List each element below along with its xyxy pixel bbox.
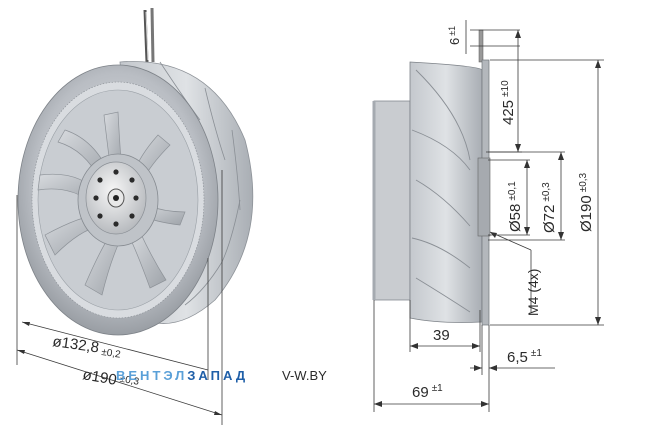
left-view-dimensions: ø132,8±0,2 ø190±0,3: [16, 170, 223, 425]
dim-outer-diameter-label: ø190±0,3: [81, 366, 140, 393]
watermark: ВЕНТЭЛЗАПАД V-W.BY: [116, 368, 327, 383]
dim-69-label: 69±1: [412, 383, 443, 401]
side-hub-nose: [477, 157, 491, 237]
right-view-dimensions: 6±1 425±10 Ø58±0,1 Ø72±0,3 Ø190±0,3 M4 (: [373, 20, 604, 412]
fan-side-view: [372, 29, 491, 326]
fan-perspective-view: [17, 7, 254, 336]
dim-58-label: Ø58±0,1: [507, 181, 524, 232]
dim-6-5-label: 6,5±1: [507, 348, 542, 366]
side-motor-cup: [373, 100, 411, 301]
watermark-brand: ВЕНТЭЛЗАПАД: [116, 368, 248, 383]
fan-shaft: [113, 195, 119, 201]
dim-72-label: Ø72±0,3: [541, 182, 558, 233]
dim-6-label: 6±1: [447, 26, 462, 45]
side-blade-edges: [411, 69, 471, 313]
fan-side-ribs: [159, 61, 241, 306]
watermark-site: V-W.BY: [282, 368, 327, 383]
dim-425-label: 425±10: [500, 80, 517, 125]
dim-39-label: 39: [433, 327, 450, 344]
fan-cable: [143, 7, 155, 63]
fan-hub-holes: [93, 169, 139, 227]
dim-190-label: Ø190±0,3: [578, 172, 595, 232]
side-impeller: [409, 61, 483, 323]
thread-label: M4 (4x): [525, 269, 541, 316]
dim-inner-diameter-label: ø132,8±0,2: [51, 333, 122, 361]
fan-impeller-blades: [37, 111, 186, 296]
